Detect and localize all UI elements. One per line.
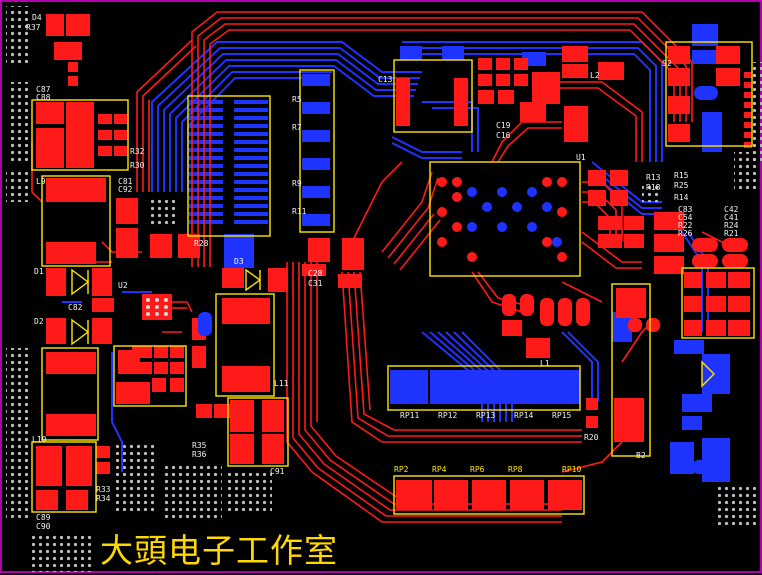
label-r20: R20 bbox=[584, 433, 599, 442]
label-c92: C92 bbox=[118, 185, 133, 194]
label-c83: C83 bbox=[678, 205, 693, 214]
label-r36: R36 bbox=[192, 450, 207, 459]
label-rp10: RP10 bbox=[562, 465, 582, 474]
studio-title: 大頭电子工作室 bbox=[100, 531, 338, 570]
label-u1: U1 bbox=[576, 153, 586, 162]
label-u2: U2 bbox=[118, 281, 128, 290]
label-c19: C19 bbox=[496, 121, 511, 130]
label-r21: R21 bbox=[724, 229, 739, 238]
label-r22: R22 bbox=[678, 221, 693, 230]
label-l2: L2 bbox=[590, 71, 600, 80]
label-c87: C87 bbox=[36, 85, 51, 94]
label-r7: R7 bbox=[292, 123, 302, 132]
label-c13: C13 bbox=[378, 75, 393, 84]
u2-chip bbox=[142, 294, 172, 320]
label-d2: D2 bbox=[34, 317, 44, 326]
label-c54: C54 bbox=[678, 213, 693, 222]
label-s2: S2 bbox=[662, 59, 672, 68]
label-c91: C91 bbox=[270, 467, 285, 476]
label-r37: R37 bbox=[26, 23, 41, 32]
mixed-parts bbox=[198, 86, 718, 474]
label-c81: C81 bbox=[118, 177, 133, 186]
label-rp13: RP13 bbox=[476, 411, 496, 420]
label-r26: R26 bbox=[678, 229, 693, 238]
label-rp11: RP11 bbox=[400, 411, 420, 420]
top-pads bbox=[36, 14, 752, 510]
label-r5: R5 bbox=[292, 95, 302, 104]
label-l9: L9 bbox=[36, 177, 46, 186]
label-c88: C88 bbox=[36, 93, 51, 102]
label-l11: L11 bbox=[274, 379, 289, 388]
label-r18: R18 bbox=[646, 183, 661, 192]
label-c16: C16 bbox=[496, 131, 511, 140]
label-c89: C89 bbox=[36, 513, 51, 522]
label-rp6: RP6 bbox=[470, 465, 485, 474]
label-r25: R25 bbox=[674, 181, 689, 190]
label-rp8: RP8 bbox=[508, 465, 523, 474]
label-r11: R11 bbox=[292, 207, 307, 216]
label-r28: R28 bbox=[194, 239, 209, 248]
label-rp14: RP14 bbox=[514, 411, 534, 420]
label-b2: B2 bbox=[636, 451, 646, 460]
label-l1: L1 bbox=[540, 359, 550, 368]
label-r30: R30 bbox=[130, 161, 145, 170]
label-r33: R33 bbox=[96, 485, 111, 494]
label-c31: C31 bbox=[308, 279, 323, 288]
label-c90: C90 bbox=[36, 522, 51, 531]
label-r14: R14 bbox=[674, 193, 689, 202]
label-rp2: RP2 bbox=[394, 465, 409, 474]
label-r9: R9 bbox=[292, 179, 302, 188]
label-r32: R32 bbox=[130, 147, 145, 156]
label-r15: R15 bbox=[674, 171, 689, 180]
label-r13: R13 bbox=[646, 173, 661, 182]
label-r35: R35 bbox=[192, 441, 207, 450]
label-d1: D1 bbox=[34, 267, 44, 276]
via-fields bbox=[6, 6, 762, 572]
label-l10: L10 bbox=[32, 435, 47, 444]
label-rp4: RP4 bbox=[432, 465, 447, 474]
label-c41: C41 bbox=[724, 213, 739, 222]
label-rp15: RP15 bbox=[552, 411, 572, 420]
label-rp12: RP12 bbox=[438, 411, 458, 420]
label-d3: D3 bbox=[234, 257, 244, 266]
label-c82: C82 bbox=[68, 303, 83, 312]
label-r24: R24 bbox=[724, 221, 739, 230]
silkscreen-layer bbox=[31, 41, 755, 515]
label-r34: R34 bbox=[96, 494, 111, 503]
label-c42: C42 bbox=[724, 205, 739, 214]
label-c28: C28 bbox=[308, 269, 323, 278]
label-d4: D4 bbox=[32, 13, 42, 22]
